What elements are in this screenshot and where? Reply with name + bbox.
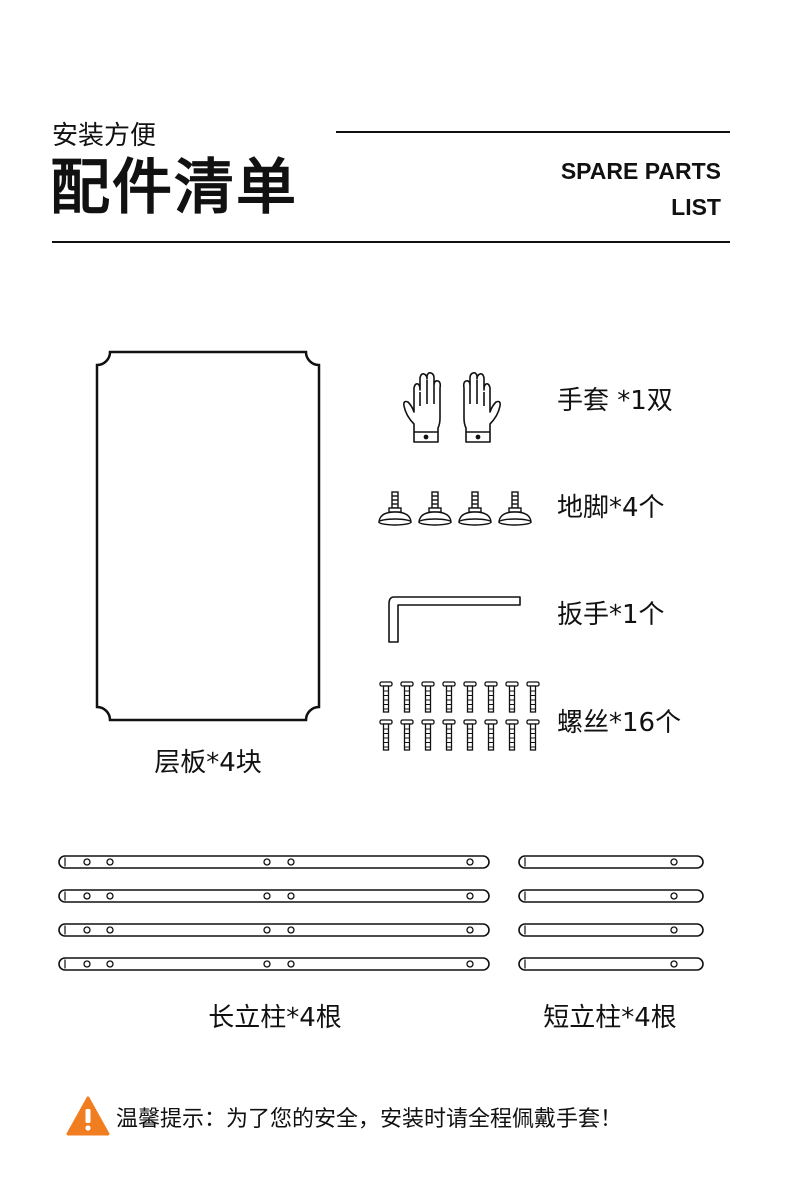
- post: [58, 957, 490, 971]
- shelf-board-icon: [95, 350, 321, 722]
- screw: [484, 719, 498, 751]
- screw: [421, 681, 435, 713]
- english-title-line1: SPARE PARTS: [560, 158, 721, 184]
- post: [518, 957, 704, 971]
- header-bottom-rule: [52, 241, 730, 243]
- screw: [463, 681, 477, 713]
- screw: [442, 719, 456, 751]
- screw: [505, 719, 519, 751]
- post: [518, 889, 704, 903]
- warning-icon: [66, 1096, 110, 1136]
- hex-key-icon: [388, 596, 521, 643]
- screw-icon: [379, 681, 540, 751]
- shelf-label: 层板*4块: [154, 748, 262, 778]
- short-posts-label: 短立柱*4根: [543, 1003, 677, 1033]
- header-top-rule: [336, 131, 730, 133]
- screw: [421, 719, 435, 751]
- post: [58, 923, 490, 937]
- feet-label: 地脚*4个: [557, 493, 665, 523]
- screw: [505, 681, 519, 713]
- screw: [442, 681, 456, 713]
- long-post-icon: [58, 855, 490, 971]
- screw: [400, 719, 414, 751]
- screws-label: 螺丝*16个: [557, 708, 682, 738]
- gloves-label: 手套 *1双: [557, 386, 673, 416]
- long-posts-label: 长立柱*4根: [208, 1003, 342, 1033]
- post: [518, 923, 704, 937]
- wrench-label: 扳手*1个: [557, 600, 665, 630]
- screw: [484, 681, 498, 713]
- post: [518, 855, 704, 869]
- page-title: 配件清单: [50, 153, 298, 223]
- screw: [400, 681, 414, 713]
- screw: [379, 719, 393, 751]
- english-title-line2: LIST: [671, 194, 721, 220]
- screw: [526, 719, 540, 751]
- leveling-foot-icon: [378, 491, 532, 526]
- screw: [463, 719, 477, 751]
- safety-tip: 温馨提示：为了您的安全，安装时请全程佩戴手套！: [116, 1107, 623, 1132]
- post: [58, 889, 490, 903]
- post: [58, 855, 490, 869]
- screw: [526, 681, 540, 713]
- short-post-icon: [518, 855, 704, 971]
- header-subtitle: 安装方便: [52, 121, 157, 151]
- screw: [379, 681, 393, 713]
- gloves-icon: [403, 372, 501, 443]
